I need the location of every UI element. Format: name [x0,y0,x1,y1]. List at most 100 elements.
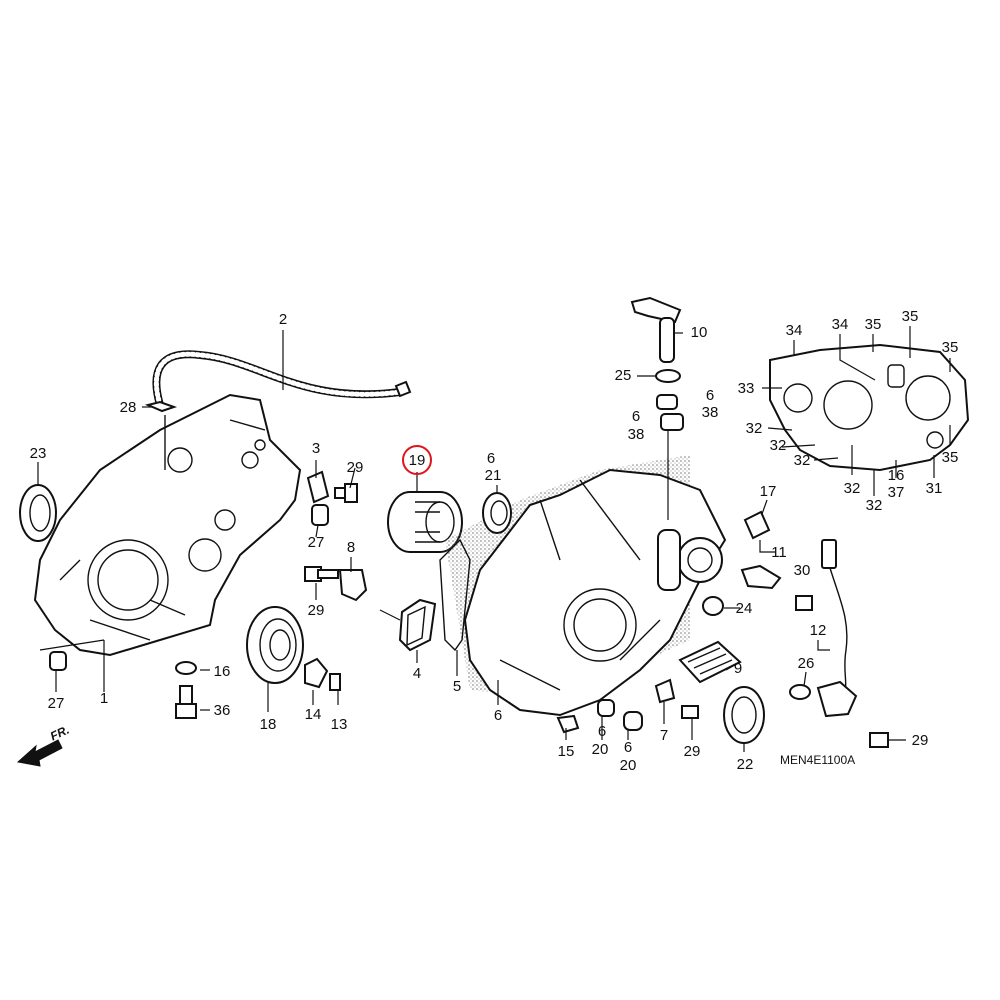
callout-29-d[interactable]: 29 [911,732,929,749]
bearing-38-a [656,394,678,410]
callout-27-a[interactable]: 27 [307,534,325,551]
shift-arm-10 [630,296,682,363]
callout-17[interactable]: 17 [759,483,777,500]
leader-lines [37,326,951,752]
callout-7[interactable]: 7 [659,727,669,744]
callout-32-a[interactable]: 32 [745,420,763,437]
seal-24 [702,596,724,616]
callout-5[interactable]: 5 [452,678,462,695]
clip-7 [654,678,676,704]
bearing-18 [246,606,304,684]
screw-13 [329,673,341,691]
bearing-21 [482,492,512,534]
callout-37[interactable]: 37 [887,484,905,501]
callout-38-a[interactable]: 38 [701,404,719,421]
callout-21[interactable]: 21 [484,467,502,484]
callout-10[interactable]: 10 [690,324,708,341]
callout-2[interactable]: 2 [278,311,288,328]
callout-6-d[interactable]: 6 [623,739,633,756]
front-direction-arrow [16,739,63,767]
callout-19-highlighted[interactable]: 19 [402,445,432,475]
collar-20-b [623,711,643,731]
callout-9[interactable]: 9 [733,660,743,677]
callout-27-b[interactable]: 27 [47,695,65,712]
callout-14[interactable]: 14 [304,706,322,723]
callout-29-b[interactable]: 29 [307,602,325,619]
breather-hose [152,350,412,409]
sensor-12 [789,539,858,718]
callout-29-a[interactable]: 29 [346,459,364,476]
callout-6-c[interactable]: 6 [597,723,607,740]
clip-15 [556,714,580,734]
bolt-36 [175,685,197,719]
callout-13[interactable]: 13 [330,716,348,733]
bearing-38-b [660,413,684,431]
callout-23[interactable]: 23 [29,445,47,462]
washer-16-a [175,661,197,675]
callout-38-b[interactable]: 38 [627,426,645,443]
bracket-3 [306,470,330,504]
bearing-19 [387,491,463,553]
dowel-27-a [311,504,329,526]
crankcase-gasket [769,343,970,472]
callout-33[interactable]: 33 [737,380,755,397]
callout-32-b[interactable]: 32 [769,437,787,454]
gasket-5 [439,538,471,652]
callout-35-c[interactable]: 35 [941,339,959,356]
callout-6-b[interactable]: 6 [493,707,503,724]
plate-14 [304,657,329,689]
bolt-30 [795,595,813,611]
callout-24[interactable]: 24 [735,600,753,617]
oil-seal-23 [19,484,57,542]
callout-32-e[interactable]: 32 [865,497,883,514]
callout-35-a[interactable]: 35 [864,316,882,333]
callout-26[interactable]: 26 [797,655,815,672]
callout-30[interactable]: 30 [793,562,811,579]
diagram-code: MEN4E1100A [780,753,856,767]
bolt-29-a [334,483,358,503]
callout-16-b[interactable]: 16 [887,467,905,484]
callout-28[interactable]: 28 [119,399,137,416]
bolt-29-c [681,705,699,719]
callout-22[interactable]: 22 [736,756,754,773]
callout-35-d[interactable]: 35 [941,449,959,466]
clamp-11 [740,564,782,590]
callout-32-c[interactable]: 32 [793,452,811,469]
oil-screen-4 [398,598,437,652]
callout-6-f[interactable]: 6 [631,408,641,425]
callout-1[interactable]: 1 [99,690,109,707]
left-crankcase-half [445,455,727,717]
clip-28 [144,400,178,413]
callout-31[interactable]: 31 [925,480,943,497]
callout-4[interactable]: 4 [412,665,422,682]
right-crankcase-half [33,393,302,657]
callout-16-a[interactable]: 16 [213,663,231,680]
callout-20-b[interactable]: 20 [619,757,637,774]
bolt-29-b [304,566,339,582]
callout-36[interactable]: 36 [213,702,231,719]
bearing-25 [655,369,681,383]
callout-32-d[interactable]: 32 [843,480,861,497]
callout-6-a[interactable]: 6 [486,450,496,467]
collar-20-a [597,699,615,717]
callout-20-a[interactable]: 20 [591,741,609,758]
dowel-27-b [49,651,67,671]
oil-seal-22 [723,686,765,744]
callout-18[interactable]: 18 [259,716,277,733]
callout-15[interactable]: 15 [557,743,575,760]
callout-34-b[interactable]: 34 [831,316,849,333]
callout-8[interactable]: 8 [346,539,356,556]
plate-8 [338,569,368,602]
callout-6-e[interactable]: 6 [705,387,715,404]
callout-34-a[interactable]: 34 [785,322,803,339]
callout-11[interactable]: 11 [771,544,787,561]
callout-29-c[interactable]: 29 [683,743,701,760]
bolt-29-d [869,732,889,748]
callout-12[interactable]: 12 [809,622,827,639]
callout-3[interactable]: 3 [311,440,321,457]
clamp-17 [743,510,771,540]
callout-25[interactable]: 25 [614,367,632,384]
callout-35-b[interactable]: 35 [901,308,919,325]
